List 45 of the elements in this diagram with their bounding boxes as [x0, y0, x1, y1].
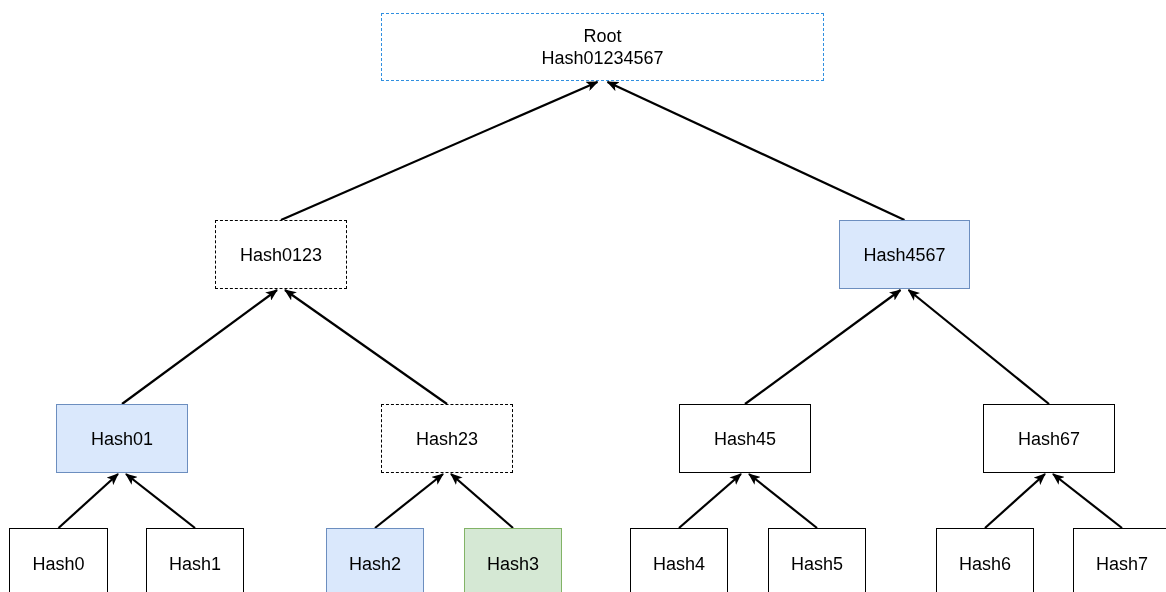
arrow — [984, 473, 1046, 529]
node-label: Root — [583, 25, 622, 47]
hash-box — [839, 220, 970, 289]
node-label: Hash01234567 — [541, 47, 664, 69]
node-label: Hash67 — [1017, 427, 1080, 450]
hash-box — [983, 404, 1115, 473]
node-label: Hash01 — [90, 427, 153, 450]
hash-box — [679, 404, 811, 473]
hash-box — [56, 404, 188, 473]
hash-box — [630, 528, 728, 592]
node-label: Hash1 — [169, 553, 221, 575]
hash-box — [326, 528, 424, 592]
node-label: Hash45 — [713, 427, 776, 450]
hash-box — [381, 13, 824, 81]
arrow — [678, 473, 742, 529]
hash-box — [215, 220, 347, 289]
arrow — [284, 289, 448, 405]
arrow — [57, 473, 119, 529]
hash-box — [464, 528, 562, 592]
arrow — [1052, 473, 1123, 529]
hash-box — [1073, 528, 1166, 592]
node-label: Hash23 — [415, 427, 478, 450]
arrow — [280, 81, 599, 221]
arrow — [744, 289, 902, 405]
arrow — [125, 473, 196, 529]
arrow — [907, 289, 1050, 405]
node-label: Hash0123 — [239, 243, 323, 266]
arrow — [121, 289, 278, 405]
hash-box — [146, 528, 244, 592]
arrow — [450, 473, 514, 529]
node-label: Hash6 — [959, 553, 1011, 575]
arrow — [374, 473, 444, 529]
node-label: Hash4 — [653, 553, 705, 575]
hash-box — [9, 528, 108, 592]
node-label: Hash7 — [1096, 553, 1148, 575]
hash-box — [936, 528, 1034, 592]
hash-box — [768, 528, 866, 592]
node-label: Hash3 — [487, 553, 539, 575]
arrow — [606, 81, 905, 221]
node-label: Hash4567 — [863, 243, 946, 266]
hash-box — [381, 404, 513, 473]
node-label: Hash0 — [32, 553, 85, 575]
node-label: Hash5 — [791, 553, 843, 575]
node-label: Hash2 — [349, 553, 401, 575]
arrow — [748, 473, 818, 529]
